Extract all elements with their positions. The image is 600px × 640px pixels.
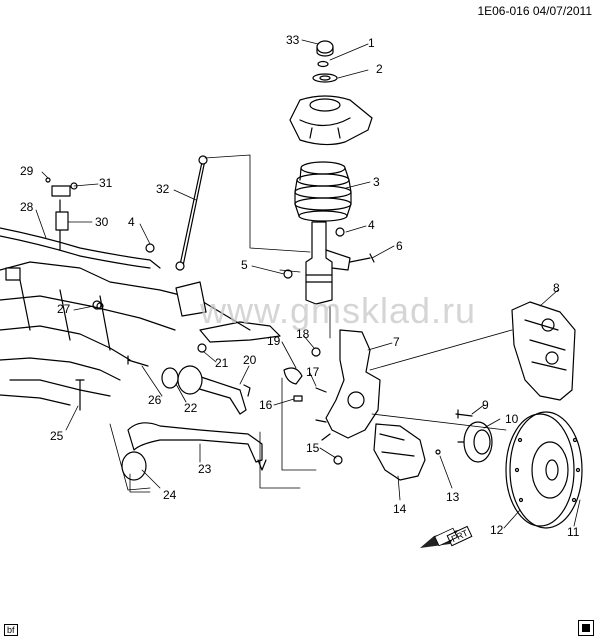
- callout-21: 21: [215, 356, 229, 370]
- callout-8: 8: [553, 281, 560, 295]
- sensor-clip: [283, 367, 303, 385]
- callout-29: 29: [20, 164, 34, 178]
- callout-11: 11: [567, 525, 580, 539]
- callout-17: 17: [306, 365, 320, 379]
- nut-4-lower: [145, 243, 155, 253]
- callout-12: 12: [490, 523, 504, 537]
- stabilizer-bar: [0, 177, 161, 269]
- callout-16: 16: [259, 398, 273, 412]
- callout-23: 23: [198, 462, 212, 476]
- bolt-26: [127, 355, 149, 367]
- callout-10: 10: [505, 412, 519, 426]
- corner-tag: bf: [4, 624, 18, 636]
- upper-strut-mount: [289, 95, 373, 146]
- callout-6: 6: [396, 239, 403, 253]
- callout-24: 24: [163, 488, 177, 502]
- callout-32: 32: [156, 182, 170, 196]
- corner-logo-icon: [578, 620, 594, 636]
- callout-33: 33: [286, 33, 300, 47]
- callout-30: 30: [95, 215, 109, 229]
- callout-1: 1: [368, 36, 375, 50]
- nut-15: [333, 455, 343, 465]
- callout-5: 5: [241, 258, 248, 272]
- callout-27: 27: [57, 302, 71, 316]
- brake-caliper: [511, 301, 576, 401]
- callout-22: 22: [184, 401, 198, 415]
- callout-7: 7: [393, 335, 400, 349]
- wheel-hub: [457, 421, 493, 463]
- callout-20: 20: [243, 353, 257, 367]
- stabilizer-link: [175, 155, 208, 271]
- callout-3: 3: [373, 175, 380, 189]
- callout-15: 15: [306, 441, 320, 455]
- callout-18: 18: [296, 327, 310, 341]
- callout-9: 9: [482, 398, 489, 412]
- callout-13: 13: [446, 490, 460, 504]
- strut-cap: [316, 40, 334, 57]
- strut-body: [305, 221, 351, 305]
- callout-19: 19: [267, 334, 281, 348]
- steering-knuckle: [315, 329, 381, 441]
- bolt-27: [92, 300, 102, 310]
- callout-31: 31: [99, 176, 113, 190]
- front-cradle: [0, 261, 281, 406]
- bolt-25: [75, 379, 85, 411]
- callout-4b: 4: [128, 215, 135, 229]
- callout-25: 25: [50, 429, 64, 443]
- brake-rotor: [505, 411, 583, 529]
- nut-21: [197, 343, 207, 353]
- callout-2: 2: [376, 62, 383, 76]
- lower-rear-arm: [121, 422, 267, 481]
- coil-spring: [294, 161, 352, 222]
- callout-26: 26: [148, 393, 162, 407]
- callout-14: 14: [393, 502, 407, 516]
- lower-front-arm: [161, 365, 251, 415]
- splash-shield: [373, 423, 426, 481]
- callout-4: 4: [368, 218, 375, 232]
- bolt-18: [311, 347, 321, 357]
- fwd-arrow-icon: [420, 527, 458, 548]
- callout-28: 28: [20, 200, 34, 214]
- watermark: www.gmsklad.ru: [200, 290, 477, 331]
- diagram-code: 1E06-016 04/07/2011: [477, 4, 592, 18]
